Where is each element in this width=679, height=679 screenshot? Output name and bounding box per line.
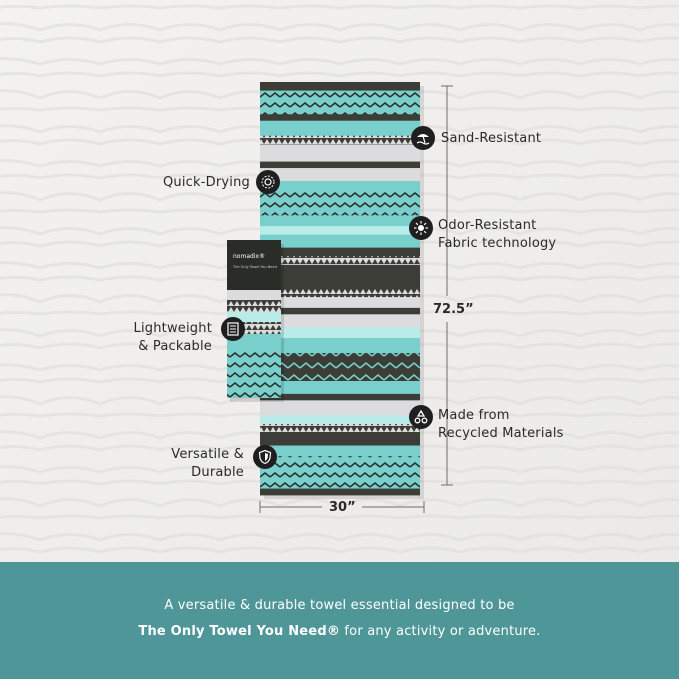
towel-stripe <box>260 337 420 354</box>
towel-stripe <box>260 144 420 162</box>
width-dimension-label: 30” <box>329 500 356 515</box>
towel-stripe <box>260 327 420 339</box>
feature-label: Versatile &Durable <box>171 447 244 480</box>
shield-icon <box>253 445 277 469</box>
towel-stripe <box>260 314 420 328</box>
feature-quick-drying: Quick-Drying <box>150 174 250 192</box>
towel-stripe <box>260 135 420 145</box>
towel-stripe <box>260 82 420 91</box>
burst-icon <box>409 216 433 240</box>
pack-tagline: The Only Towel You Need <box>232 265 277 269</box>
towel-stripe <box>260 114 420 122</box>
towel-stripe <box>260 180 420 193</box>
towel-stripe <box>260 191 420 216</box>
height-dimension-line <box>441 85 453 486</box>
sun-rays-icon <box>256 170 280 194</box>
towel-stripe <box>260 215 420 227</box>
towel-stripe <box>260 247 420 257</box>
banner-product-name: The Only Towel You Need® <box>138 624 341 639</box>
towel-stripe <box>260 226 420 236</box>
folded-towel-pack: nomadix® The Only Towel You Need <box>227 240 284 402</box>
towel-stripe <box>260 288 420 298</box>
height-dimension-label: 72.5” <box>433 302 474 317</box>
banner-line-1: A versatile & durable towel essential de… <box>164 598 515 613</box>
feature-label: Sand-Resistant <box>441 131 542 146</box>
towel-stripe <box>260 234 420 249</box>
towel-stripe <box>260 432 420 446</box>
beach-umbrella-icon <box>411 126 435 150</box>
towel-stripe <box>260 488 420 496</box>
towel-stripe <box>260 380 420 395</box>
towel-stripe <box>260 120 420 137</box>
feature-label: Quick-Drying <box>162 175 250 190</box>
towel-stripe <box>260 353 420 382</box>
feature-sand-resistant: Sand-Resistant <box>441 130 541 148</box>
towel-stripe <box>260 256 420 266</box>
banner-line-2: The Only Towel You Need® for any activit… <box>0 619 679 645</box>
towel-stripe <box>260 424 420 434</box>
towel-stripe <box>260 415 420 425</box>
feature-label: Lightweight& Packable <box>133 321 212 354</box>
pack-brand: nomadix® <box>233 253 265 260</box>
towel-stripe <box>260 456 420 489</box>
banner-line-2-rest: for any activity or adventure. <box>340 624 541 639</box>
towel-stripe <box>260 161 420 169</box>
feature-lightweight: Lightweight& Packable <box>110 320 212 356</box>
width-dimension-line <box>259 501 425 513</box>
feature-durable: Versatile &Durable <box>140 446 244 482</box>
towel-stripe <box>260 307 420 315</box>
folded-towel-icon <box>221 317 245 341</box>
towel-stripe <box>260 400 420 416</box>
towel-illustration <box>260 82 420 496</box>
recycle-icon <box>409 405 433 429</box>
towel-stripe <box>260 393 420 401</box>
towel-stripe <box>260 168 420 182</box>
towel-stripe <box>260 297 420 309</box>
sand-background: nomadix® The Only Towel You Need <box>0 0 679 562</box>
towel-stripe <box>260 90 420 115</box>
towel-stripe <box>260 445 420 457</box>
towel-stripe <box>260 264 420 289</box>
tagline-banner: A versatile & durable towel essential de… <box>0 562 679 679</box>
